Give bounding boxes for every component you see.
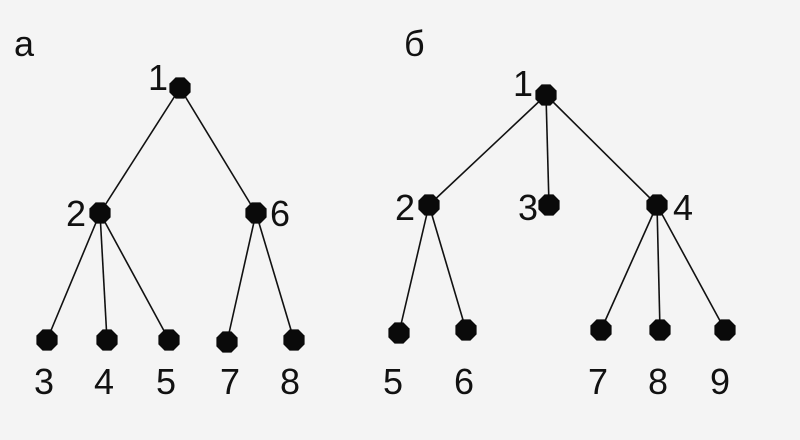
node-label-a1: 1	[148, 57, 168, 98]
node-a6	[245, 202, 267, 224]
edge-b4-b7	[600, 204, 658, 331]
edge-a2-a3	[46, 212, 101, 341]
node-label-a6: 6	[270, 193, 290, 234]
edge-b2-b6	[428, 204, 467, 331]
node-label-b3: 3	[518, 187, 538, 228]
node-label-a7: 7	[220, 361, 240, 402]
node-label-b1: 1	[513, 63, 533, 104]
node-a1	[169, 77, 191, 99]
node-a7	[216, 331, 238, 353]
node-label-b9: 9	[710, 361, 730, 402]
node-b3	[538, 194, 560, 216]
node-b8	[649, 319, 671, 341]
node-a3	[36, 329, 58, 351]
tree-label-a: а	[14, 23, 35, 64]
edge-b1-b3	[545, 94, 550, 206]
node-label-b7: 7	[588, 361, 608, 402]
nodes-layer	[36, 77, 736, 353]
node-label-b8: 8	[648, 361, 668, 402]
node-b7	[590, 319, 612, 341]
node-b4	[646, 194, 668, 216]
node-a5	[158, 329, 180, 351]
node-b6	[455, 319, 477, 341]
node-label-a8: 8	[280, 361, 300, 402]
node-label-b5: 5	[383, 361, 403, 402]
edge-a1-a2	[99, 87, 181, 214]
edges-layer	[46, 87, 726, 343]
node-b5	[388, 322, 410, 344]
tree-label-b: б	[404, 23, 425, 64]
node-label-b4: 4	[673, 187, 693, 228]
node-b2	[418, 194, 440, 216]
node-a8	[283, 329, 305, 351]
node-b9	[714, 319, 736, 341]
edge-a1-a6	[179, 87, 257, 214]
node-a2	[89, 202, 111, 224]
node-label-a5: 5	[156, 361, 176, 402]
node-label-a3: 3	[34, 361, 54, 402]
edge-b4-b9	[656, 204, 726, 331]
node-label-b2: 2	[395, 187, 415, 228]
edge-b1-b4	[545, 94, 658, 206]
node-b1	[535, 84, 557, 106]
edge-a2-a5	[99, 212, 170, 341]
edge-a6-a8	[255, 212, 295, 341]
edge-b2-b5	[398, 204, 430, 334]
edge-a6-a7	[226, 212, 257, 343]
node-label-b6: 6	[454, 361, 474, 402]
node-label-a2: 2	[66, 193, 86, 234]
node-a4	[96, 329, 118, 351]
node-label-a4: 4	[94, 361, 114, 402]
edge-b4-b8	[656, 204, 661, 331]
edge-b1-b2	[428, 94, 547, 206]
edge-a2-a4	[99, 212, 108, 341]
